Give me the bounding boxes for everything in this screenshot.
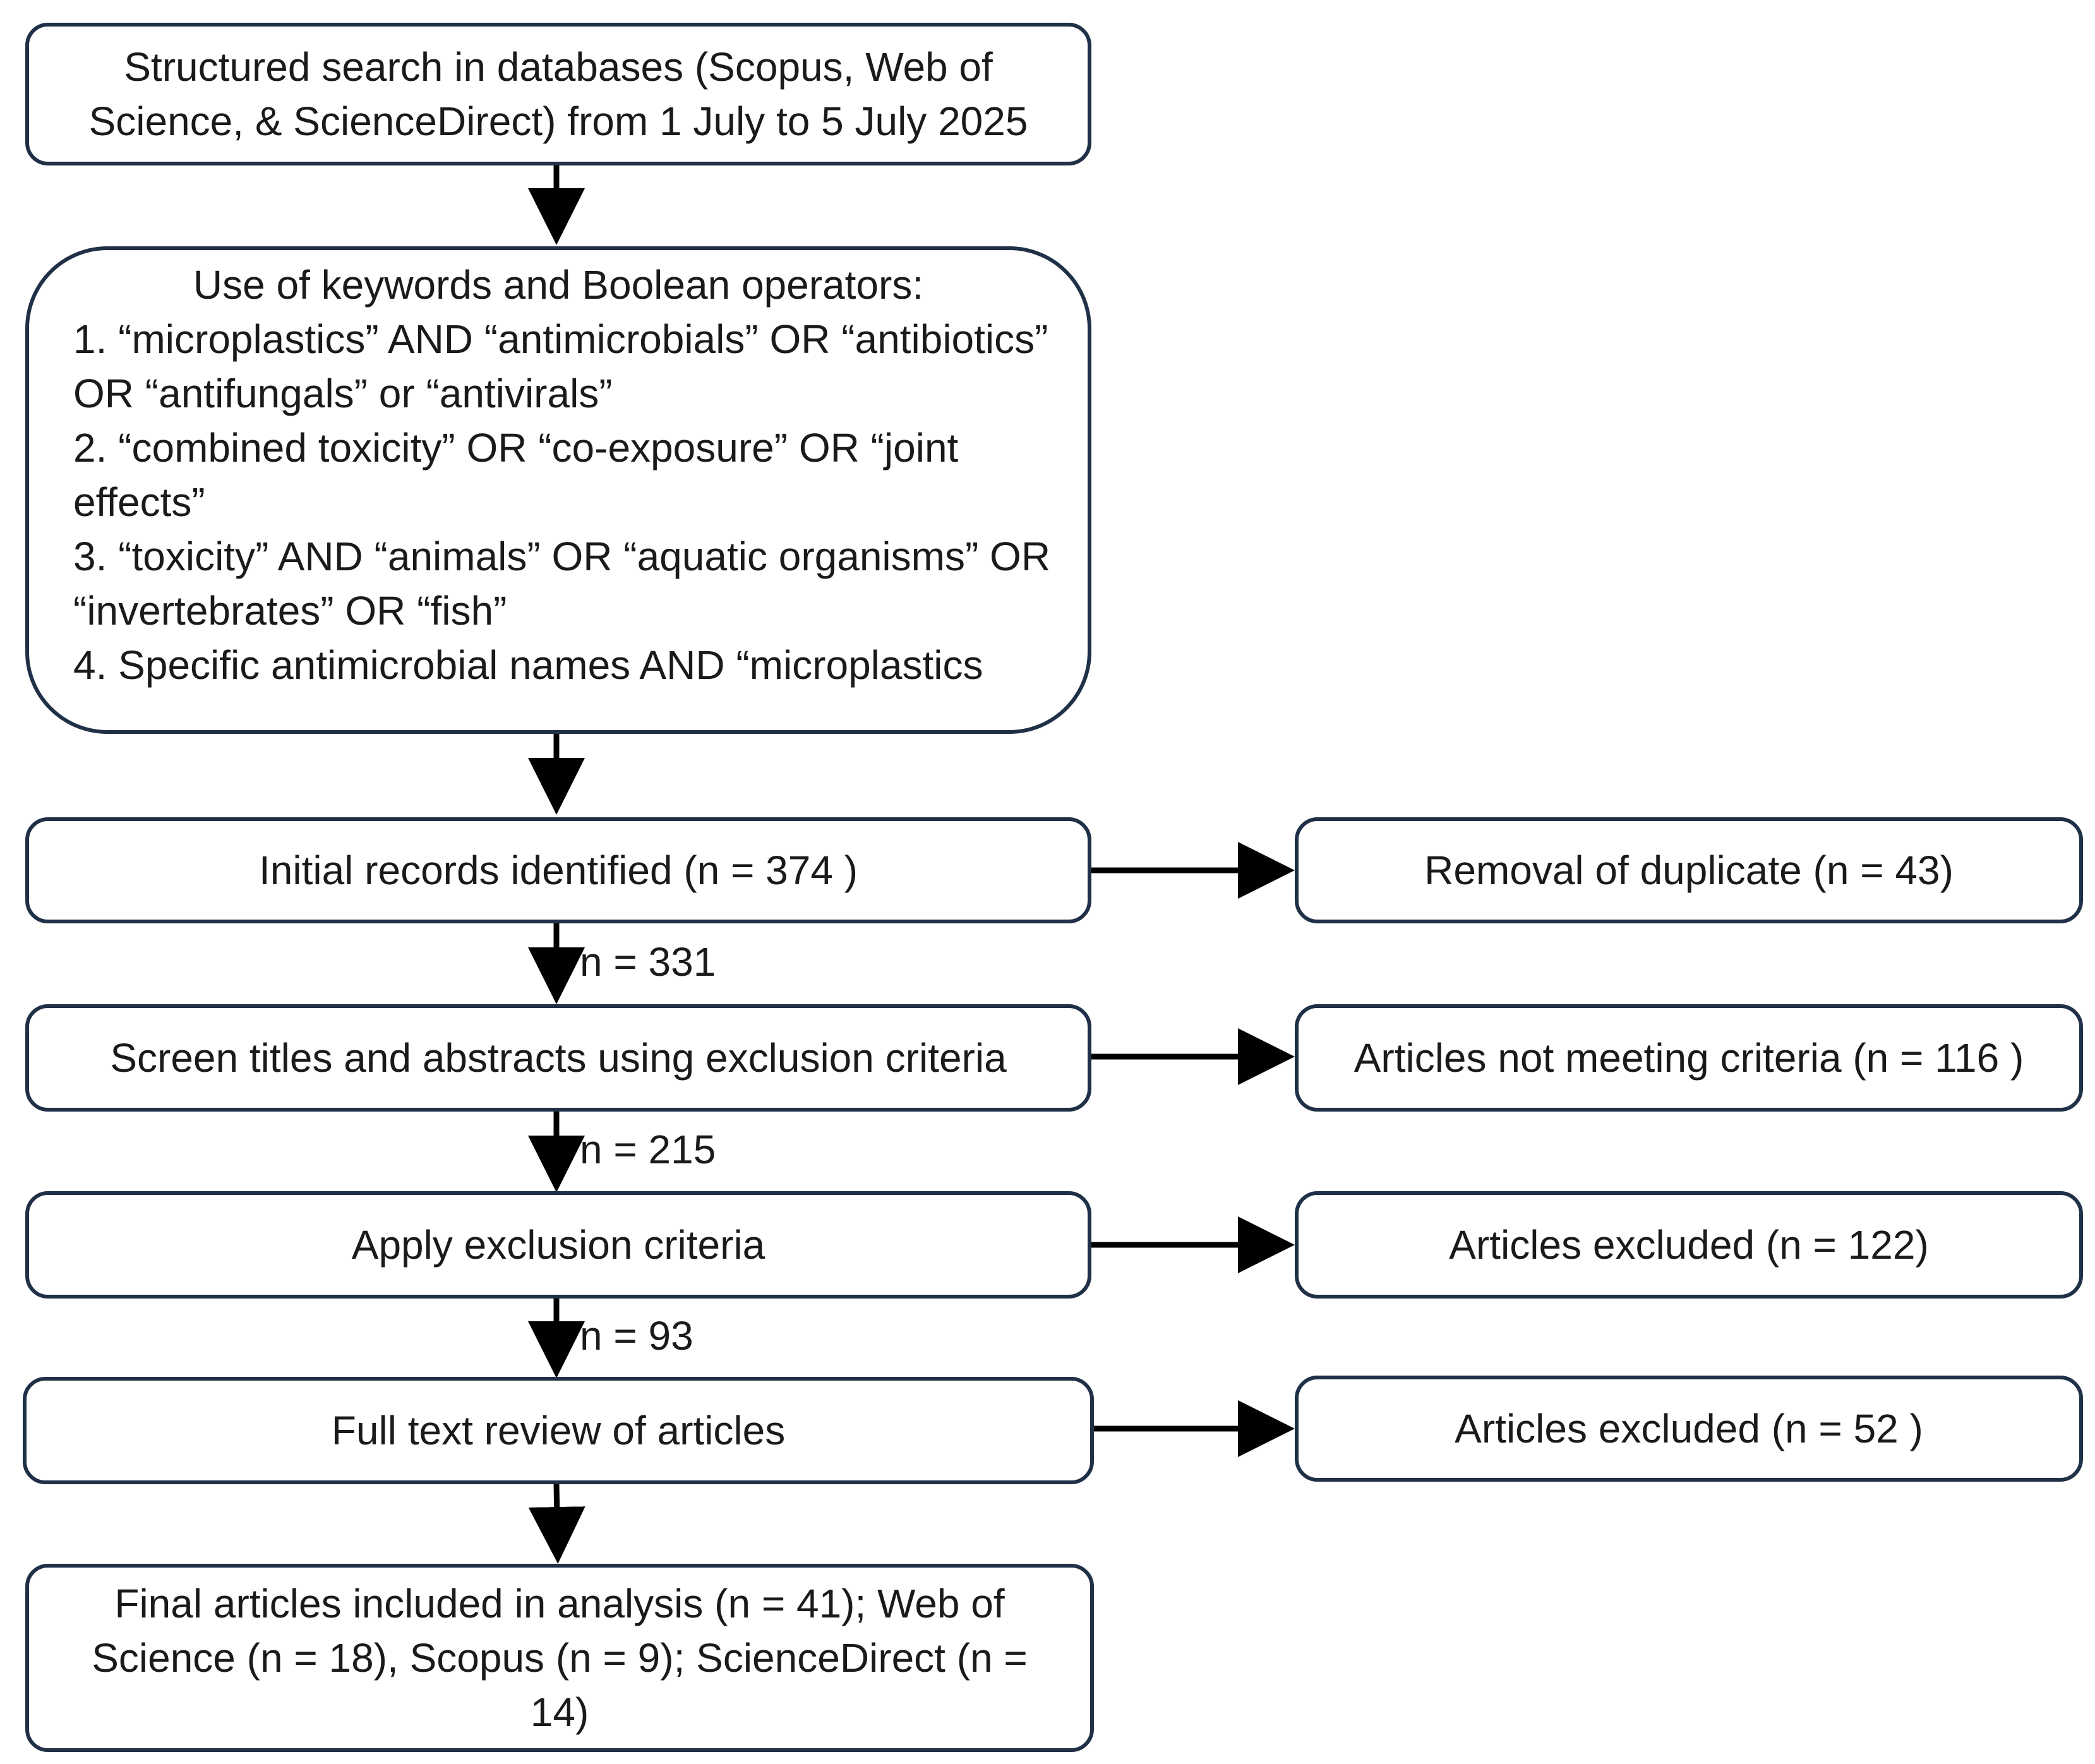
keywords-title: Use of keywords and Boolean operators:	[193, 262, 924, 308]
keywords-list: 1. “microplastics” AND “antimicrobials” …	[73, 312, 1062, 692]
full-text-box: Full text review of articles	[23, 1377, 1094, 1484]
apply-exclusion-text: Apply exclusion criteria	[351, 1222, 765, 1268]
full-text-text: Full text review of articles	[331, 1408, 786, 1453]
final-box: Final articles included in analysis (n =…	[25, 1564, 1094, 1752]
excluded-box-1: Articles excluded (n = 122)	[1295, 1191, 2083, 1299]
final-text: Final articles included in analysis (n =…	[92, 1581, 1028, 1735]
keywords-box: Use of keywords and Boolean operators: 1…	[25, 246, 1091, 734]
keyword-item: 1. “microplastics” AND “antimicrobials” …	[73, 316, 1048, 416]
count-after-duplicates: n = 331	[580, 939, 716, 985]
search-text: Structured search in databases (Scopus, …	[88, 44, 1028, 144]
keyword-item: 2. “combined toxicity” OR “co-exposure” …	[73, 425, 959, 525]
arrow-fulltext-to-final	[528, 1484, 585, 1564]
not-meeting-text: Articles not meeting criteria (n = 116 )	[1354, 1035, 2024, 1081]
excluded-box-2: Articles excluded (n = 52 )	[1295, 1376, 2083, 1482]
search-box: Structured search in databases (Scopus, …	[25, 23, 1091, 165]
count-after-screen: n = 215	[580, 1127, 716, 1172]
duplicates-box: Removal of duplicate (n = 43)	[1295, 817, 2083, 923]
excluded-1-text: Articles excluded (n = 122)	[1449, 1222, 1929, 1268]
apply-exclusion-box: Apply exclusion criteria	[25, 1191, 1091, 1299]
keyword-item: 4. Specific antimicrobial names AND “mic…	[73, 642, 983, 688]
count-after-apply: n = 93	[580, 1313, 693, 1359]
initial-records-text: Initial records identified (n = 374 )	[258, 848, 858, 893]
keyword-item: 3. “toxicity” AND “animals” OR “aquatic …	[73, 534, 1051, 633]
initial-records-box: Initial records identified (n = 374 )	[25, 817, 1091, 923]
screen-box: Screen titles and abstracts using exclus…	[25, 1004, 1091, 1112]
not-meeting-box: Articles not meeting criteria (n = 116 )	[1295, 1004, 2083, 1112]
screen-text: Screen titles and abstracts using exclus…	[110, 1035, 1007, 1081]
excluded-2-text: Articles excluded (n = 52 )	[1455, 1406, 1923, 1451]
duplicates-text: Removal of duplicate (n = 43)	[1424, 848, 1954, 893]
